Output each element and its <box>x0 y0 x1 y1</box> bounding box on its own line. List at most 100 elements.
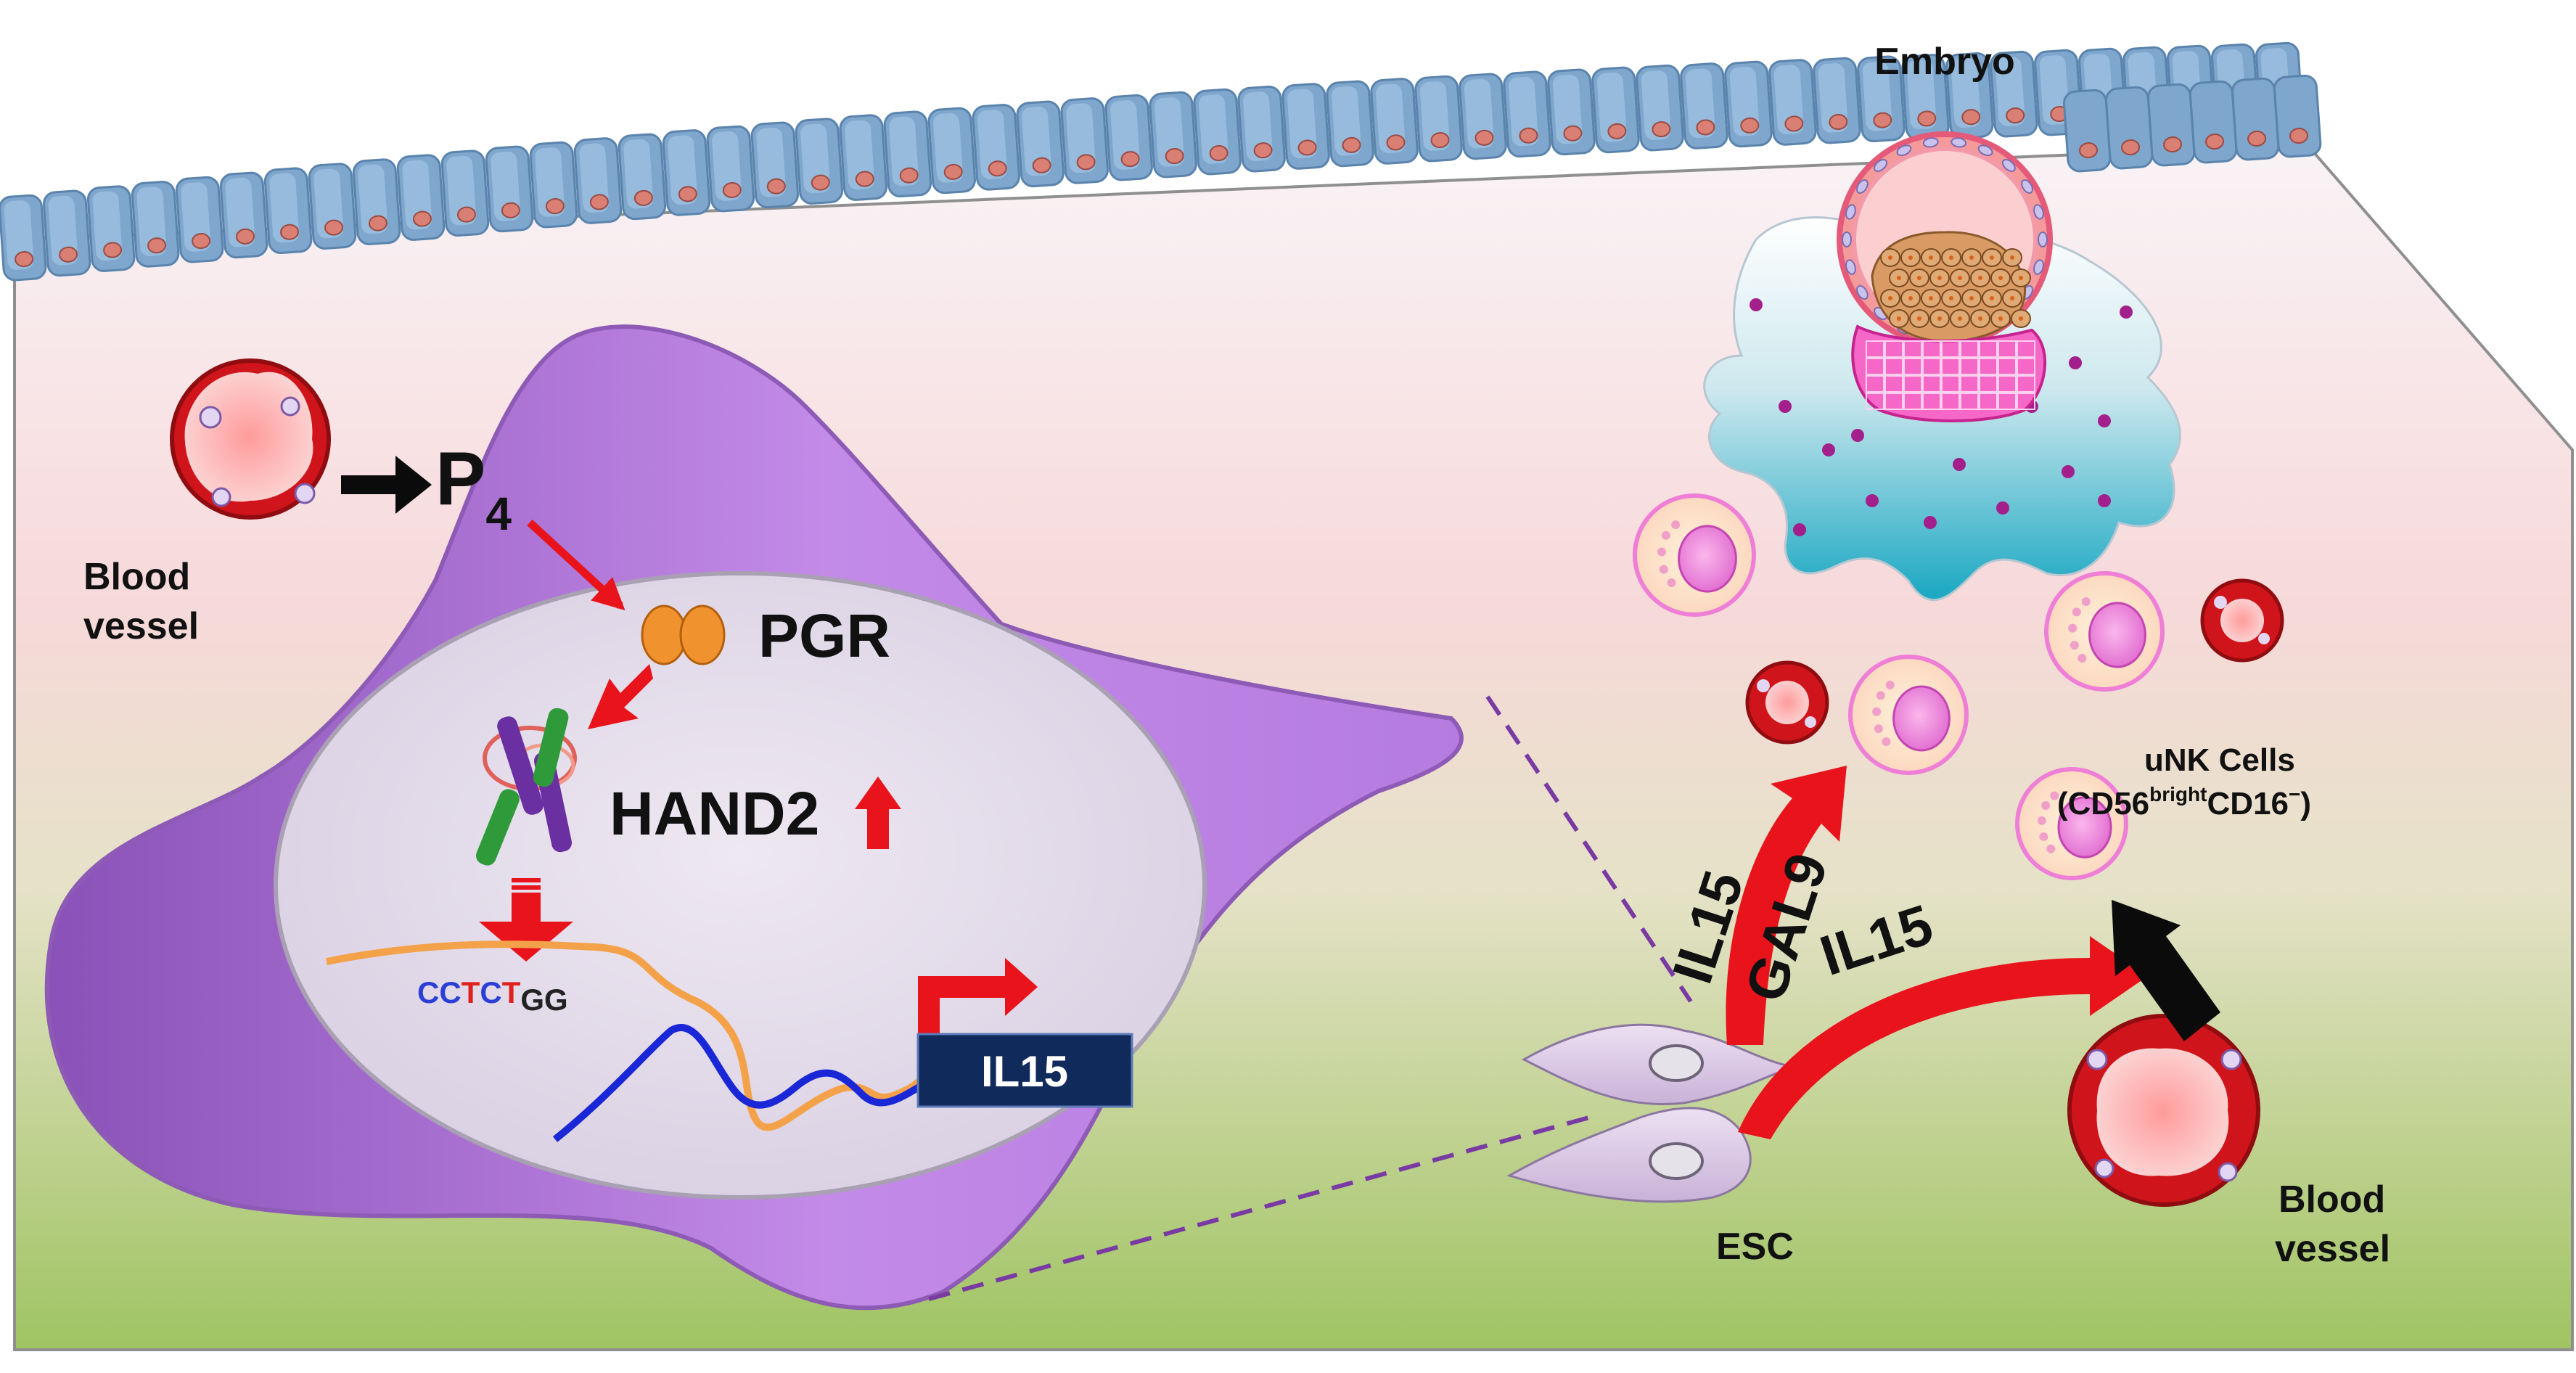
unk-marker-label: (CD56brightCD16−) <box>2057 783 2311 821</box>
icm-nucleus <box>2019 276 2023 280</box>
p4-label: P4 <box>435 437 512 540</box>
unk-granule <box>2072 607 2081 617</box>
epithelial-cell <box>1060 97 1109 184</box>
epithelial-nucleus <box>2289 128 2309 144</box>
p4-to-pgr-arrow <box>527 519 625 610</box>
secretion-dot <box>1822 443 1835 456</box>
epithelial-nucleus <box>1519 127 1538 144</box>
icm-nucleus <box>1998 276 2003 280</box>
epithelial-cell <box>750 121 800 209</box>
il15-gene-label: IL15 <box>981 1047 1068 1096</box>
epithelial-cell <box>1104 94 1153 181</box>
icm-nucleus <box>1897 316 1901 321</box>
icm-nucleus <box>1990 255 1994 260</box>
epithelial-cell-body <box>2273 74 2322 158</box>
unk-cell-nucleus <box>1892 685 1951 752</box>
epithelial-nucleus <box>501 202 520 218</box>
hand2-label: HAND2 <box>610 779 819 848</box>
secretion-dot <box>2098 494 2111 507</box>
trophectoderm-cell <box>1896 144 1912 157</box>
trophoblast-cell <box>2017 393 2035 410</box>
trophectoderm-cell <box>2021 179 2033 194</box>
epithelial-nucleus <box>59 246 78 263</box>
trophoblast-cell <box>1960 393 1979 410</box>
embryo-label: Embryo <box>1874 41 2015 83</box>
epithelial-nucleus <box>1607 123 1627 139</box>
unk-granule <box>2081 597 2091 606</box>
epithelial-nucleus <box>1873 112 1892 128</box>
epithelial-cell <box>883 110 932 198</box>
epithelial-nucleus <box>1961 109 1981 126</box>
trophectoderm-cell <box>2033 204 2044 220</box>
epithelial-nucleus <box>1120 151 1140 168</box>
trophectoderm-cell <box>1922 137 1939 148</box>
il15-gene-box <box>916 1033 1133 1108</box>
trophoblast-cell <box>1960 375 1979 393</box>
epithelial-nucleus <box>1474 129 1494 146</box>
icm-nucleus <box>1917 276 1921 280</box>
epithelial-nucleus <box>1253 142 1273 159</box>
icm-nucleus <box>2010 255 2014 260</box>
unk-granule <box>2077 654 2087 663</box>
epithelial-cell <box>1901 54 1950 141</box>
unk-granule <box>1671 520 1681 529</box>
secretion-dot <box>2062 465 2075 478</box>
epithelial-cell <box>2062 89 2112 173</box>
epithelial-cell <box>529 141 578 229</box>
trophectoderm-cell <box>1977 144 1993 157</box>
epithelial-cell <box>839 114 888 201</box>
icm-nucleus <box>1969 296 1974 300</box>
epithelial-nucleus <box>1076 154 1096 171</box>
icm-nucleus <box>2019 316 2023 321</box>
epithelial-nucleus <box>1165 148 1184 165</box>
secretion-dot <box>1866 494 1879 507</box>
epithelial-cell <box>352 158 401 245</box>
epithelial-cell <box>1591 66 1640 154</box>
epithelial-nucleus <box>1430 132 1450 149</box>
unk-granule <box>1872 707 1882 716</box>
epithelial-nucleus <box>15 251 34 268</box>
unk-cell <box>2044 571 2165 692</box>
trophoblast-cell <box>1998 393 2017 410</box>
unk-cell <box>2015 767 2128 880</box>
epithelial-nucleus <box>766 178 786 194</box>
trophectoderm-cell <box>2038 231 2048 247</box>
secretion-dot <box>1953 458 1966 471</box>
trophoblast-cell <box>1884 375 1903 393</box>
icm-nucleus <box>1978 316 1982 321</box>
esc-label: ESC <box>1716 1226 1794 1268</box>
epithelial-nucleus <box>2247 131 2267 147</box>
secretion-dot <box>1851 429 1864 442</box>
icm-nucleus <box>1958 316 1962 321</box>
trophoblast-cell <box>1884 393 1903 410</box>
unk-granule <box>1876 691 1885 700</box>
trophoblast-cell <box>1866 393 1884 410</box>
hand2-up-arrow <box>855 776 901 849</box>
unk-granule <box>1659 565 1668 574</box>
motif-base-7: G <box>544 983 568 1017</box>
pgr-to-hand2-arrow <box>588 664 653 729</box>
epithelial-cell <box>131 181 180 268</box>
trophoblast-cell <box>1979 340 1998 358</box>
epithelial-nucleus <box>2079 142 2099 159</box>
trophoblast-cell <box>1941 393 1960 410</box>
trophoblast-cell <box>1866 358 1884 375</box>
epithelial-cell <box>308 163 357 250</box>
trophoblast-cell <box>1884 340 1903 358</box>
motif-base-3: T <box>462 975 480 1009</box>
epithelial-nucleus <box>589 194 609 210</box>
icm-nucleus <box>1908 255 1913 260</box>
trophoblast-cell <box>1979 375 1998 393</box>
blood-vessel-right-label-line2: vessel <box>2275 1228 2390 1270</box>
epithelial-cell <box>1414 75 1463 163</box>
trophoblast-cell <box>1960 340 1979 358</box>
trophectoderm-cell <box>1856 179 1869 194</box>
epithelial-nucleus <box>1209 145 1228 162</box>
epithelial-cell <box>2146 83 2196 167</box>
epithelial-nucleus <box>1784 115 1804 132</box>
icm-nucleus <box>1917 316 1921 321</box>
epithelial-cell <box>2273 74 2322 158</box>
epithelial-nucleus <box>855 171 874 187</box>
epithelial-nucleus <box>678 186 697 202</box>
icm-cells <box>1880 248 2031 328</box>
